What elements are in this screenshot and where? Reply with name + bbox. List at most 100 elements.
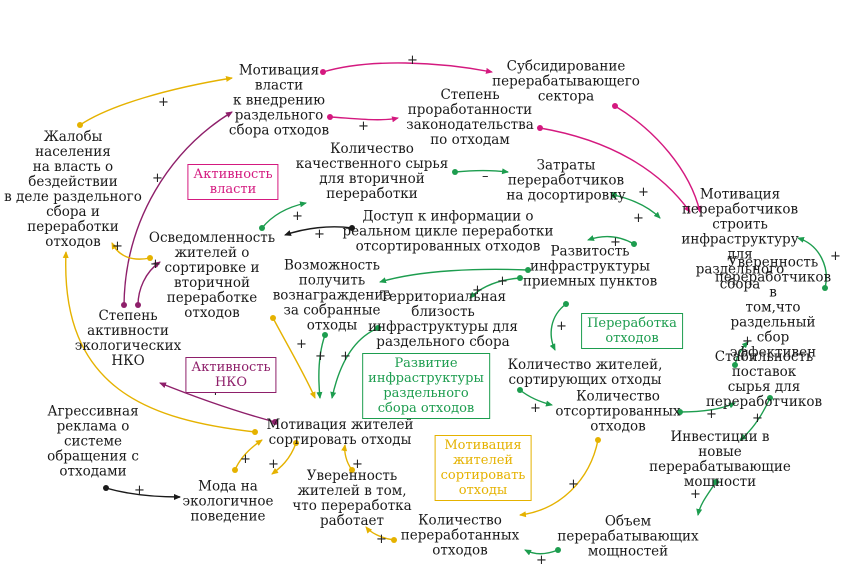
dot-yellow-7 <box>349 467 355 473</box>
sign-plus: + <box>690 487 701 502</box>
arrow-investment-to-capacity <box>696 481 717 516</box>
node-processor-motivation: Мотивация переработчиков строить инфраст… <box>681 186 799 293</box>
arrow-sorted-to-processed <box>519 439 599 518</box>
loop-label-ngo-activity: Активность НКО <box>185 357 277 393</box>
sign-plus: + <box>358 119 369 134</box>
arrow-confidence-to-resident-motivation <box>341 444 353 471</box>
node-processor-confidence: Уверенность переработчиков в том,что раз… <box>714 254 832 361</box>
sign-plus: + <box>706 407 717 422</box>
sign-minus: – <box>482 169 489 184</box>
sign-plus: + <box>497 274 508 289</box>
sign-plus: + <box>536 553 547 568</box>
sign-plus: + <box>633 211 644 226</box>
arrow-awareness-to-complaints <box>111 242 151 260</box>
arrow-ngo-to-awareness <box>137 261 161 306</box>
node-reward: Возможность получить вознаграждение за с… <box>272 257 392 334</box>
node-sorting-residents: Количество жителей, сортирующих отходы <box>507 357 663 388</box>
node-sorted-waste: Количество отсортированных отходов <box>555 388 681 435</box>
sign-plus: + <box>340 349 351 364</box>
sign-plus: + <box>752 411 763 426</box>
arrow-sorting-residents-to-sorted <box>519 389 553 407</box>
arrow-capacity-to-processed <box>524 549 559 556</box>
arrow-supply-to-investment <box>739 397 771 441</box>
arrow-ngo-to-authority <box>123 111 233 306</box>
sign-plus: + <box>638 185 649 200</box>
node-resident-motivation: Мотивация жителей сортировать отходы <box>266 417 414 448</box>
arrow-reception-to-reward <box>379 268 529 284</box>
dot-green-12 <box>732 362 738 368</box>
dot-yellow-4 <box>270 315 276 321</box>
node-eco-fashion: Мода на экологичное поведение <box>182 478 274 525</box>
arrow-proximity-to-resident-motivation <box>330 327 379 399</box>
dot-green-4 <box>525 267 531 273</box>
arrow-subsidy-to-processor-motivation <box>614 105 702 213</box>
arrow-resident-motivation-to-eco-fashion <box>271 442 297 475</box>
dot-green-1 <box>452 169 458 175</box>
dot-green-16 <box>555 547 561 553</box>
dot-green-2 <box>611 192 617 198</box>
sign-plus: + <box>376 532 387 547</box>
sign-plus: + <box>530 401 541 416</box>
node-legislation: Степень проработанности законодательства… <box>406 87 534 148</box>
sign-plus: + <box>407 53 418 68</box>
node-awareness: Осведомленность жителей о сортировке и в… <box>148 230 276 321</box>
node-investment: Инвестиции в новые перерабатывающие мощн… <box>649 429 791 490</box>
loop-label-infra-development: Развитие инфраструктуры раздельного сбор… <box>362 353 490 419</box>
node-ads: Агрессивная реклама о системе обращения … <box>47 403 139 480</box>
dot-yellow-3 <box>252 429 258 435</box>
arrow-processed-to-resident-confidence <box>365 526 395 541</box>
sign-plus: + <box>472 283 483 298</box>
dot-green-9 <box>375 325 381 331</box>
node-subsidizing: Субсидирование перерабатывающего сектора <box>492 58 640 105</box>
sign-plus: + <box>158 95 169 110</box>
dot-green-7 <box>563 301 569 307</box>
sign-plus: + <box>112 239 123 254</box>
node-resident-confidence: Уверенность жителей в том, что переработ… <box>292 468 412 529</box>
sign-plus: + <box>134 483 145 498</box>
dot-yellow-9 <box>595 437 601 443</box>
arrow-resident-motivation-to-complaints <box>62 251 256 433</box>
dot-pink-2 <box>327 114 333 120</box>
arrow-awareness-to-raw-quality <box>261 201 307 229</box>
sign-plus: + <box>240 452 251 467</box>
sign-plus: + <box>315 349 326 364</box>
sign-plus: + <box>150 257 161 272</box>
dot-yellow-6 <box>293 440 299 446</box>
arrow-info-to-awareness <box>284 226 353 236</box>
dot-black-1 <box>349 225 355 231</box>
node-raw-quality: Количество качественного сырья для втори… <box>295 141 449 202</box>
dot-purple-1 <box>121 302 127 308</box>
arrow-legislation-to-processor-motivation <box>539 127 691 213</box>
arrow-sorted-to-supply <box>679 402 736 413</box>
sign-plus: + <box>556 319 567 334</box>
arrow-complaints-to-authority <box>79 75 233 126</box>
sign-plus: + <box>742 334 753 349</box>
arrow-reception-to-proximity <box>469 277 521 299</box>
sign-plus: + <box>314 227 325 242</box>
dot-green-8 <box>322 332 328 338</box>
arrow-authority-to-legislation <box>329 116 399 123</box>
node-proximity: Территориальная близость инфраструктуры … <box>368 289 518 350</box>
dot-pink-1 <box>320 69 326 75</box>
dot-yellow-8 <box>391 537 397 543</box>
dot-green-5 <box>517 275 523 281</box>
sign-plus: + <box>610 235 621 250</box>
sign-plus: + <box>568 477 579 492</box>
dot-purple-2 <box>135 302 141 308</box>
sign-plus: + <box>830 249 841 264</box>
dot-yellow-1 <box>77 122 83 128</box>
node-motivation-authority: Мотивация власти к внедрению раздельного… <box>228 62 330 139</box>
node-supply-stability: Стабильность поставок сырья для перерабо… <box>705 349 823 410</box>
dot-purple-3 <box>272 419 278 425</box>
node-ngo-activity: Степень активности экологических НКО <box>74 308 182 369</box>
loop-label-processing: Переработка отходов <box>581 313 683 349</box>
node-complaints: Жалобы населения на власть о бездействии… <box>4 129 142 250</box>
node-info-access: Доступ к информации о реальном цикле пер… <box>342 208 554 255</box>
dot-green-3 <box>259 225 265 231</box>
arrow-eco-fashion-to-resident-motivation <box>234 439 263 471</box>
dot-green-6 <box>631 241 637 247</box>
dot-green-13 <box>822 285 828 291</box>
dot-yellow-2 <box>147 255 153 261</box>
